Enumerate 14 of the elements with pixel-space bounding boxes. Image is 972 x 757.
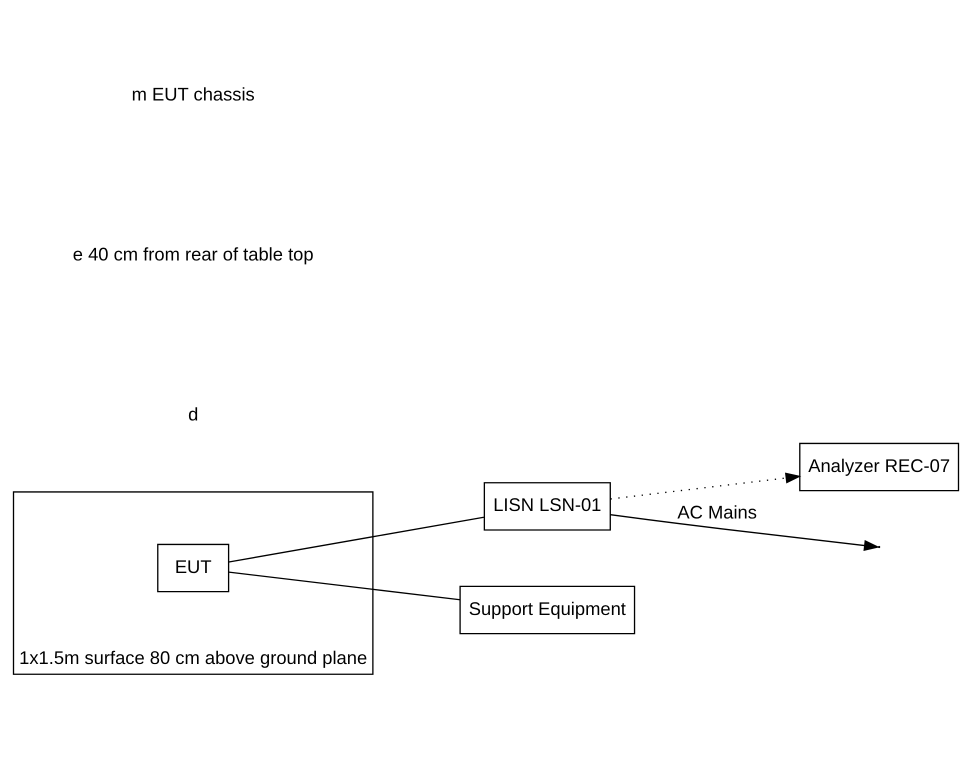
arrow — [610, 514, 880, 551]
arrow — [610, 472, 802, 500]
node-box: LISN LSN-01 — [484, 482, 611, 531]
node-box: Analyzer REC-07 — [799, 442, 960, 492]
node-box: EUT — [157, 544, 230, 592]
label: e 40 cm from rear of table top — [72, 244, 314, 265]
node-box: Support Equipment — [459, 586, 636, 634]
cluster — [12, 491, 374, 675]
connector — [228, 571, 460, 600]
label: d — [188, 404, 198, 425]
label: m EUT chassis — [132, 84, 255, 105]
node-label: 1x1.5m surface 80 cm above ground plane — [19, 647, 368, 668]
connector — [228, 516, 484, 563]
edge-label: AC Mains — [677, 501, 757, 522]
